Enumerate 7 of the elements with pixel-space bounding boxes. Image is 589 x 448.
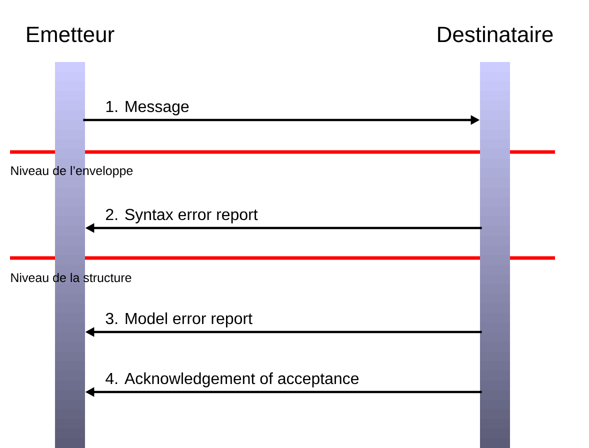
edge-label: 2. Syntax error report xyxy=(106,208,258,224)
level-label: Niveau de l’enveloppe xyxy=(11,166,133,178)
edge-label: 1. Message xyxy=(106,101,189,116)
lifeline-heading: Emetteur xyxy=(27,26,114,42)
edge-label: 3. Model error report xyxy=(106,312,252,328)
edge-label: 4. Acknowledgement of acceptance xyxy=(106,372,359,388)
lifeline-heading: Destinataire xyxy=(438,26,553,42)
